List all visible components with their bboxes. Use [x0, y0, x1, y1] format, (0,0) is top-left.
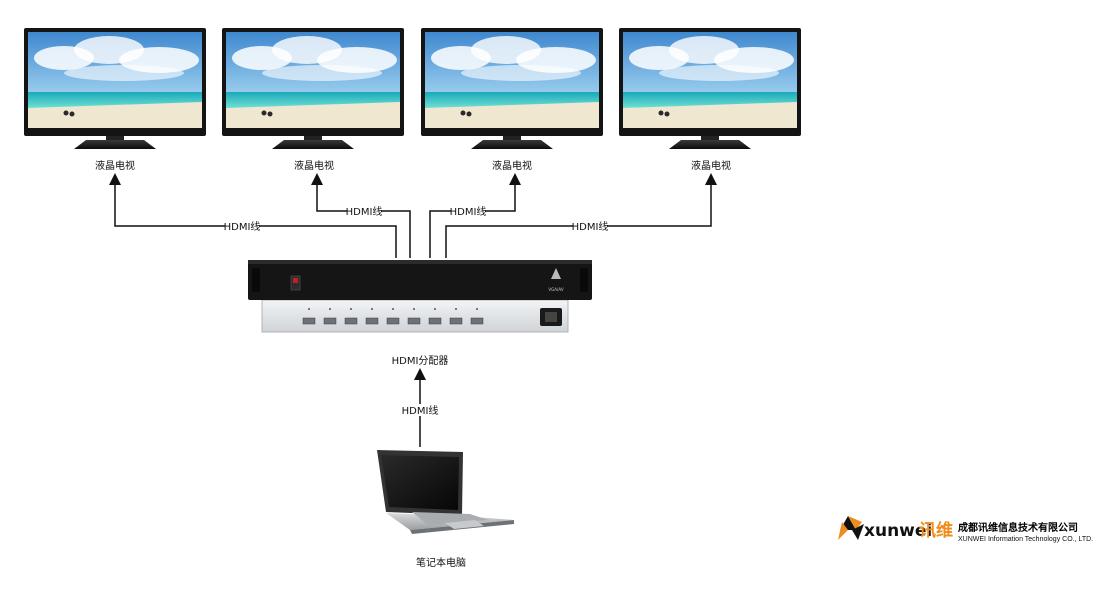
hdmi-ports: [302, 317, 484, 325]
cable-label-laptop: HDMI线: [402, 404, 439, 417]
splitter-label: HDMI分配器: [392, 355, 449, 367]
cable-label-2: HDMI线: [346, 205, 383, 218]
brand-latin: xunwei: [864, 521, 932, 541]
company-logo: xunwei 讯维 成都讯维信息技术有限公司 XUNWEI Informatio…: [838, 516, 1093, 543]
company-name-cn: 成都讯维信息技术有限公司: [958, 521, 1078, 534]
cable-label-1: HDMI线: [224, 220, 261, 233]
hdmi-line-tv-3: [429, 173, 521, 258]
tv-1: [24, 28, 206, 149]
hdmi-line-tv-1: [109, 173, 397, 258]
tv-3: [421, 28, 603, 149]
tv-label-2: 液晶电视: [294, 159, 334, 172]
hdmi-splitter-device: VGA/AV: [248, 260, 592, 333]
cable-label-3: HDMI线: [450, 205, 487, 218]
company-name-en: XUNWEI Information Technology CO., LTD.: [958, 536, 1093, 543]
tv-label-4: 液晶电视: [691, 159, 731, 172]
tv-2: [222, 28, 404, 149]
hdmi-line-tv-4: [445, 173, 717, 258]
tv-4: [619, 28, 801, 149]
device-logo-icon: [551, 268, 561, 279]
laptop: [377, 450, 514, 534]
brand-mark-icon: [838, 516, 864, 540]
laptop-label: 笔记本电脑: [416, 556, 466, 569]
cable-label-4: HDMI线: [572, 220, 609, 233]
splitter-model-text: VGA/AV: [548, 287, 563, 292]
tv-label-3: 液晶电视: [492, 159, 532, 172]
tv-label-1: 液晶电视: [95, 159, 135, 172]
brand-cn: 讯维: [919, 520, 953, 541]
